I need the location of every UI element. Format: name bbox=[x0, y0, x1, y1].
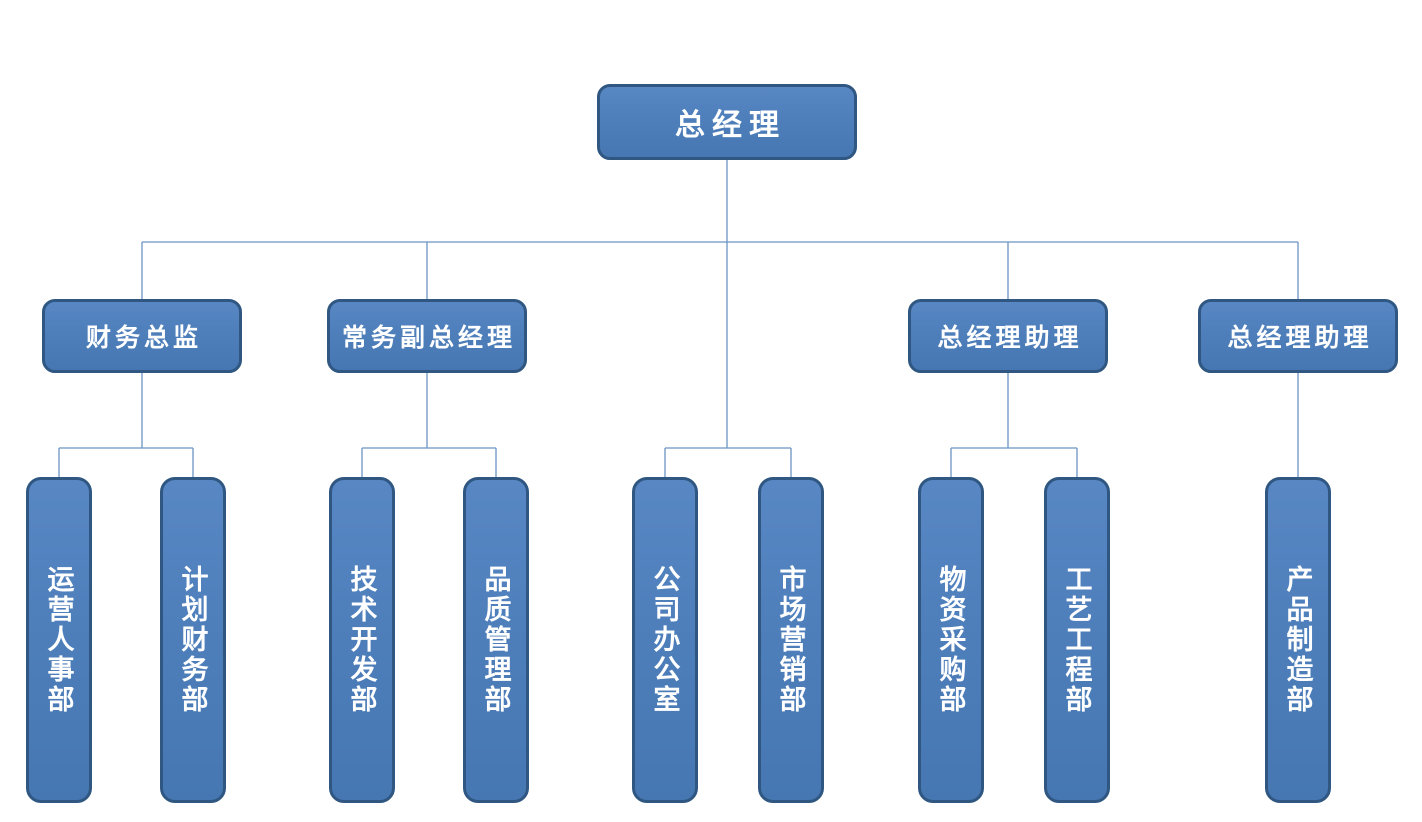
node-dept-company-office: 公司办公室 bbox=[632, 477, 698, 803]
node-dept-quality-management: 品质管理部 bbox=[463, 477, 529, 803]
connector-path bbox=[58, 160, 1299, 477]
node-dept-operations-hr: 运营人事部 bbox=[26, 477, 92, 803]
node-dept-process-engineering: 工艺工程部 bbox=[1044, 477, 1110, 803]
node-dept-material-procurement: 物资采购部 bbox=[918, 477, 984, 803]
node-dept-marketing: 市场营销部 bbox=[758, 477, 824, 803]
node-executive-deputy-gm: 常务副总经理 bbox=[327, 299, 527, 373]
node-dept-product-manufacturing: 产品制造部 bbox=[1265, 477, 1331, 803]
node-gm-assistant-1: 总经理助理 bbox=[908, 299, 1108, 373]
node-dept-planning-finance: 计划财务部 bbox=[160, 477, 226, 803]
node-finance-director: 财务总监 bbox=[42, 299, 242, 373]
node-dept-tech-development: 技术开发部 bbox=[329, 477, 395, 803]
node-general-manager: 总经理 bbox=[597, 84, 857, 160]
node-gm-assistant-2: 总经理助理 bbox=[1198, 299, 1398, 373]
